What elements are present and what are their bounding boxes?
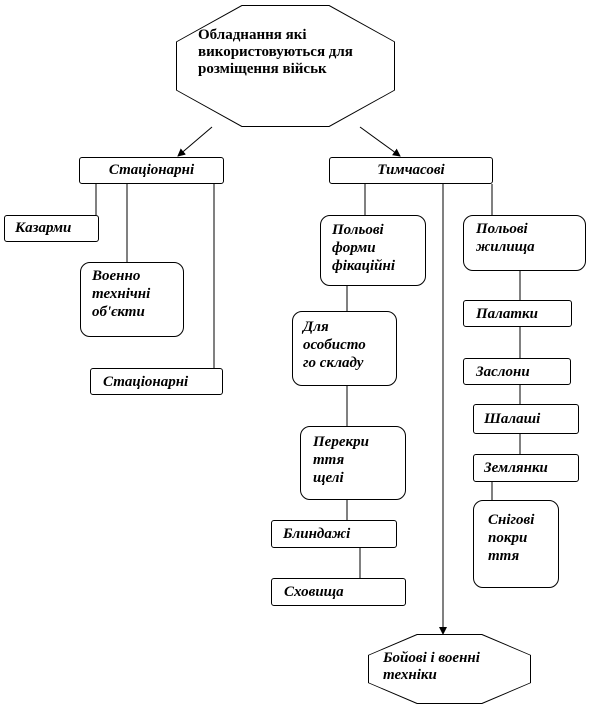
node-snow-shelters: Снігові покри ття <box>473 500 559 588</box>
node-huts: Шалаші <box>473 404 579 434</box>
arrow-to-temporary <box>359 126 401 157</box>
node-barracks: Казарми <box>4 215 99 242</box>
node-military-tech-objects-label: Военно технічні об'єкти <box>92 268 151 320</box>
node-huts-label: Шалаші <box>484 411 541 427</box>
node-shelters: Сховища <box>271 578 406 606</box>
node-dugouts-label: Землянки <box>484 460 548 476</box>
node-shelters-label: Сховища <box>284 584 344 600</box>
title-text: Обладнання які використовуються для розм… <box>198 27 353 77</box>
node-covered-trenches-label: Перекри ття щелі <box>313 434 369 486</box>
node-temporary: Тимчасові <box>329 157 493 184</box>
node-shields-label: Заслони <box>476 364 530 380</box>
node-stationary-2-label: Стаціонарні <box>103 374 189 390</box>
node-temporary-label: Тимчасові <box>377 162 445 178</box>
node-military-tech-objects: Военно технічні об'єкти <box>80 262 184 337</box>
node-dugouts: Землянки <box>473 454 579 482</box>
node-combat-equipment: Бойові і военні техніки <box>368 634 531 704</box>
node-snow-shelters-label: Снігові покри ття <box>488 512 535 564</box>
node-field-dwellings: Польові жилища <box>463 215 586 271</box>
node-field-dwellings-label: Польові жилища <box>476 221 535 255</box>
title-node: Обладнання які використовуються для розм… <box>176 5 395 127</box>
node-stationary: Стаціонарні <box>79 157 224 184</box>
node-shields: Заслони <box>463 358 571 385</box>
node-combat-equipment-label: Бойові і военні техніки <box>383 650 480 683</box>
node-field-fortifications-label: Польові форми фікаційні <box>332 222 395 274</box>
node-blindages-label: Блиндажі <box>283 526 351 542</box>
node-field-fortifications: Польові форми фікаційні <box>320 215 426 286</box>
node-tents-label: Палатки <box>476 306 538 322</box>
node-tents: Палатки <box>463 300 572 327</box>
node-covered-trenches: Перекри ття щелі <box>300 426 406 500</box>
arrow-to-stationary <box>177 126 213 157</box>
node-personnel-label: Для особисто го складу <box>303 319 366 371</box>
node-personnel: Для особисто го складу <box>292 311 397 386</box>
node-stationary-label: Стаціонарні <box>108 162 195 178</box>
node-blindages: Блиндажі <box>271 520 397 548</box>
node-stationary-2: Стаціонарні <box>90 368 223 395</box>
node-barracks-label: Казарми <box>15 220 72 236</box>
